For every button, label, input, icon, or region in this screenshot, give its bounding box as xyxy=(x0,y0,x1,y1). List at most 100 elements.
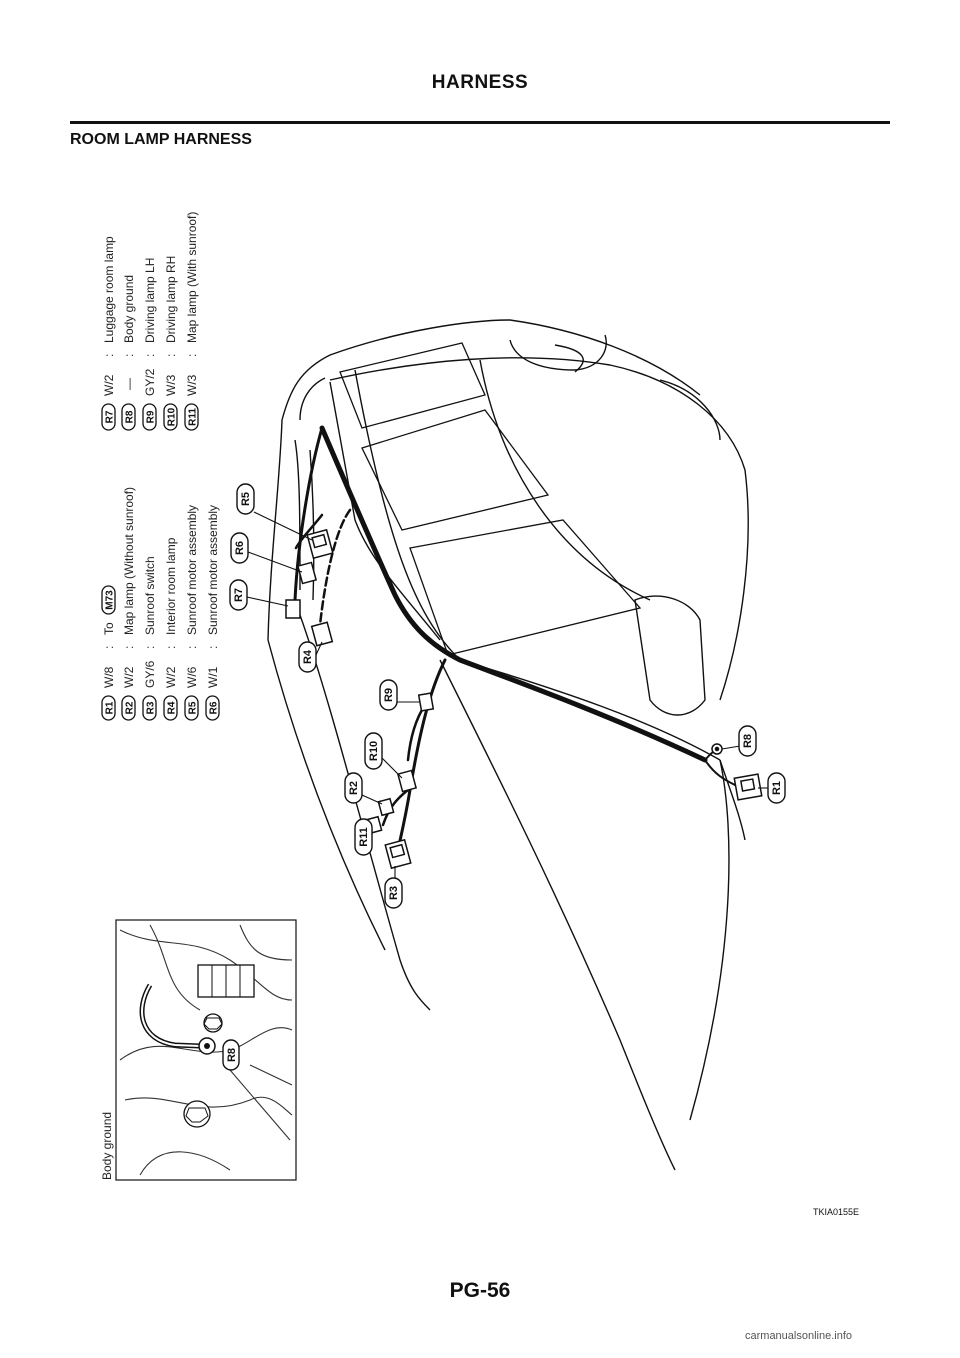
wire-color: W/1 xyxy=(206,666,220,688)
legend-row: R2 W/2 : Map lamp (Without sunroof) xyxy=(121,487,136,721)
connector-r9 xyxy=(417,692,435,712)
connector-tag: R9 xyxy=(142,403,157,431)
separator: : xyxy=(185,646,199,649)
svg-text:R11: R11 xyxy=(188,408,199,426)
svg-text:R8: R8 xyxy=(742,734,754,748)
svg-text:R1: R1 xyxy=(771,781,783,795)
wire-color: W/2 xyxy=(102,374,116,396)
legend-row: R8 — : Body ground xyxy=(121,275,136,431)
legend-text: Sunroof motor assembly xyxy=(185,505,199,635)
legend-text: Interior room lamp xyxy=(164,537,178,635)
svg-text:R10: R10 xyxy=(368,741,380,761)
connector-tag: R6 xyxy=(205,695,220,721)
callout-r8: R8 xyxy=(738,725,757,757)
legend-text: Driving lamp RH xyxy=(164,256,178,343)
svg-text:R9: R9 xyxy=(383,688,395,702)
legend: R1 W/8 : To M73 R2 W/2 : Map lamp (Witho… xyxy=(101,212,220,721)
inset-title: Body ground xyxy=(100,1112,114,1180)
separator: : xyxy=(143,646,157,649)
separator: : xyxy=(122,646,136,649)
callout-r2: R2 xyxy=(344,772,363,804)
svg-text:R3: R3 xyxy=(146,701,157,714)
legend-row: R11 W/3 : Map lamp (With sunroof) xyxy=(184,212,199,431)
separator: : xyxy=(206,646,220,649)
legend-row: R3 GY/6 : Sunroof switch xyxy=(142,556,157,721)
wire-color: — xyxy=(122,378,136,390)
callout-r3: R3 xyxy=(384,877,403,909)
svg-text:R6: R6 xyxy=(234,541,246,555)
svg-text:R1: R1 xyxy=(105,701,116,714)
connector-tag: R3 xyxy=(142,695,157,721)
header-rule xyxy=(70,121,890,124)
connector-r4 xyxy=(310,621,334,647)
section-title: ROOM LAMP HARNESS xyxy=(70,131,252,148)
page-number: PG-56 xyxy=(449,1279,511,1302)
connector-tag: R2 xyxy=(121,695,136,721)
legend-text: Map lamp (With sunroof) xyxy=(185,212,199,343)
legend-text: Body ground xyxy=(122,275,136,343)
callout-r1: R1 xyxy=(767,772,786,804)
connector-tag: R8 xyxy=(121,403,136,431)
connector-tag: R11 xyxy=(184,403,199,431)
legend-text: To xyxy=(102,622,116,635)
callout-r7: R7 xyxy=(229,579,248,611)
legend-row: R10 W/3 : Driving lamp RH xyxy=(163,256,178,431)
connector-r3 xyxy=(384,838,412,870)
separator: : xyxy=(143,354,157,357)
legend-text: Sunroof switch xyxy=(143,556,157,635)
wire-color: W/3 xyxy=(185,374,199,396)
connector-tag: R7 xyxy=(101,403,116,431)
svg-text:R7: R7 xyxy=(105,410,116,423)
svg-text:R6: R6 xyxy=(209,701,220,714)
inset-callout-r8: R8 xyxy=(222,1039,240,1071)
svg-text:R4: R4 xyxy=(302,649,314,664)
figure-code: TKIA0155E xyxy=(813,1207,860,1217)
connector-r10 xyxy=(396,769,418,793)
connectors xyxy=(285,528,763,870)
svg-text:R11: R11 xyxy=(358,827,370,847)
svg-text:R8: R8 xyxy=(125,410,136,423)
wire-color: GY/2 xyxy=(143,368,157,396)
connector-r1 xyxy=(733,773,763,801)
svg-text:R2: R2 xyxy=(348,781,360,795)
separator: : xyxy=(185,354,199,357)
legend-row: R5 W/6 : Sunroof motor assembly xyxy=(184,505,199,721)
svg-text:R4: R4 xyxy=(167,701,178,714)
svg-text:R2: R2 xyxy=(125,701,136,714)
svg-text:R8: R8 xyxy=(226,1048,238,1062)
wire-color: W/6 xyxy=(185,666,199,688)
connector-r7 xyxy=(285,599,301,619)
sunroof-panes xyxy=(339,342,642,656)
legend-text: Sunroof motor assembly xyxy=(206,505,220,635)
svg-text:R10: R10 xyxy=(167,407,178,426)
legend-text: Driving lamp LH xyxy=(143,258,157,343)
legend-row: R4 W/2 : Interior room lamp xyxy=(163,537,178,721)
connector-tag-to: M73 xyxy=(101,585,116,615)
legend-row: R9 GY/2 : Driving lamp LH xyxy=(142,258,157,431)
callout-r4: R4 xyxy=(298,641,317,673)
svg-text:R5: R5 xyxy=(240,492,252,506)
connector-tag: R5 xyxy=(184,695,199,721)
wire-color: W/2 xyxy=(122,666,136,688)
connector-r6 xyxy=(296,561,318,585)
wire-color: W/3 xyxy=(164,374,178,396)
legend-row: R6 W/1 : Sunroof motor assembly xyxy=(205,505,220,721)
svg-text:R7: R7 xyxy=(233,588,245,602)
svg-text:R3: R3 xyxy=(388,886,400,900)
connector-tag: R4 xyxy=(163,695,178,721)
legend-row: R7 W/2 : Luggage room lamp xyxy=(101,236,116,431)
separator: : xyxy=(122,354,136,357)
separator: : xyxy=(102,354,116,357)
callout-r5: R5 xyxy=(236,483,255,515)
wire-color: W/2 xyxy=(164,666,178,688)
callout-r9: R9 xyxy=(379,679,398,711)
page-header-title: HARNESS xyxy=(431,72,529,93)
connector-tag: R1 xyxy=(101,695,116,721)
connector-r2 xyxy=(377,797,395,817)
watermark: carmanualsonline.info xyxy=(745,1330,853,1342)
body-ground-inset: Body ground R8 xyxy=(100,919,297,1181)
svg-text:R5: R5 xyxy=(188,701,199,714)
callout-r11: R11 xyxy=(354,818,373,856)
callout-r6: R6 xyxy=(230,532,249,564)
